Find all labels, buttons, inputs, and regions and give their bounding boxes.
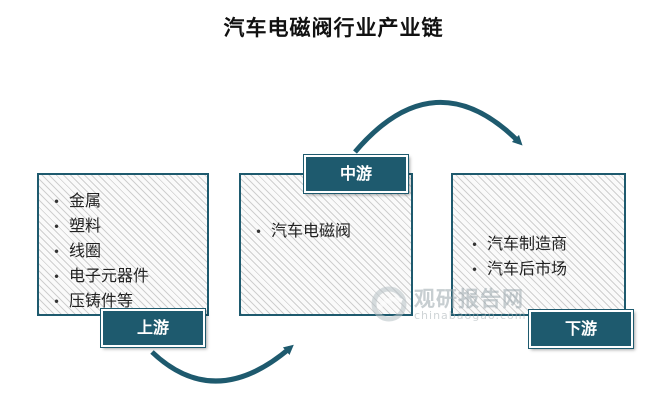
page-title: 汽车电磁阀行业产业链 [223,15,444,40]
upstream-list: •金属 •塑料 •线圈 •电子元器件 •压铸件等 [53,189,149,314]
bullet-icon: • [53,270,61,284]
upstream-box: •金属 •塑料 •线圈 •电子元器件 •压铸件等 [37,173,209,316]
list-item: •汽车后市场 [471,257,567,282]
upstream-label: 上游 [101,309,205,347]
list-item: •汽车电磁阀 [255,219,351,244]
arrow-upstream-to-midstream [150,344,294,384]
bullet-icon: • [255,225,263,239]
bullet-icon: • [53,220,61,234]
downstream-label: 下游 [529,310,633,348]
bullet-icon: • [53,245,61,259]
midstream-label: 中游 [304,155,408,193]
bullet-icon: • [53,295,61,309]
list-item: •金属 [53,189,149,214]
list-item: •线圈 [53,239,149,264]
watermark-name: 观研报告网 [414,287,524,311]
watermark: 观研报告网 chinabaogao.com [370,283,550,328]
downstream-list: •汽车制造商 •汽车后市场 [471,232,567,282]
bullet-icon: • [471,263,479,277]
bullet-icon: • [471,238,479,252]
watermark-logo-icon [371,286,407,322]
list-item: •塑料 [53,214,149,239]
watermark-url: chinabaogao.com [414,309,527,322]
list-item: •电子元器件 [53,264,149,289]
arrow-midstream-to-downstream [353,99,523,154]
midstream-list: •汽车电磁阀 [255,219,351,244]
downstream-box: •汽车制造商 •汽车后市场 [451,173,626,316]
list-item: •汽车制造商 [471,232,567,257]
bullet-icon: • [53,195,61,209]
list-item: •压铸件等 [53,289,149,314]
